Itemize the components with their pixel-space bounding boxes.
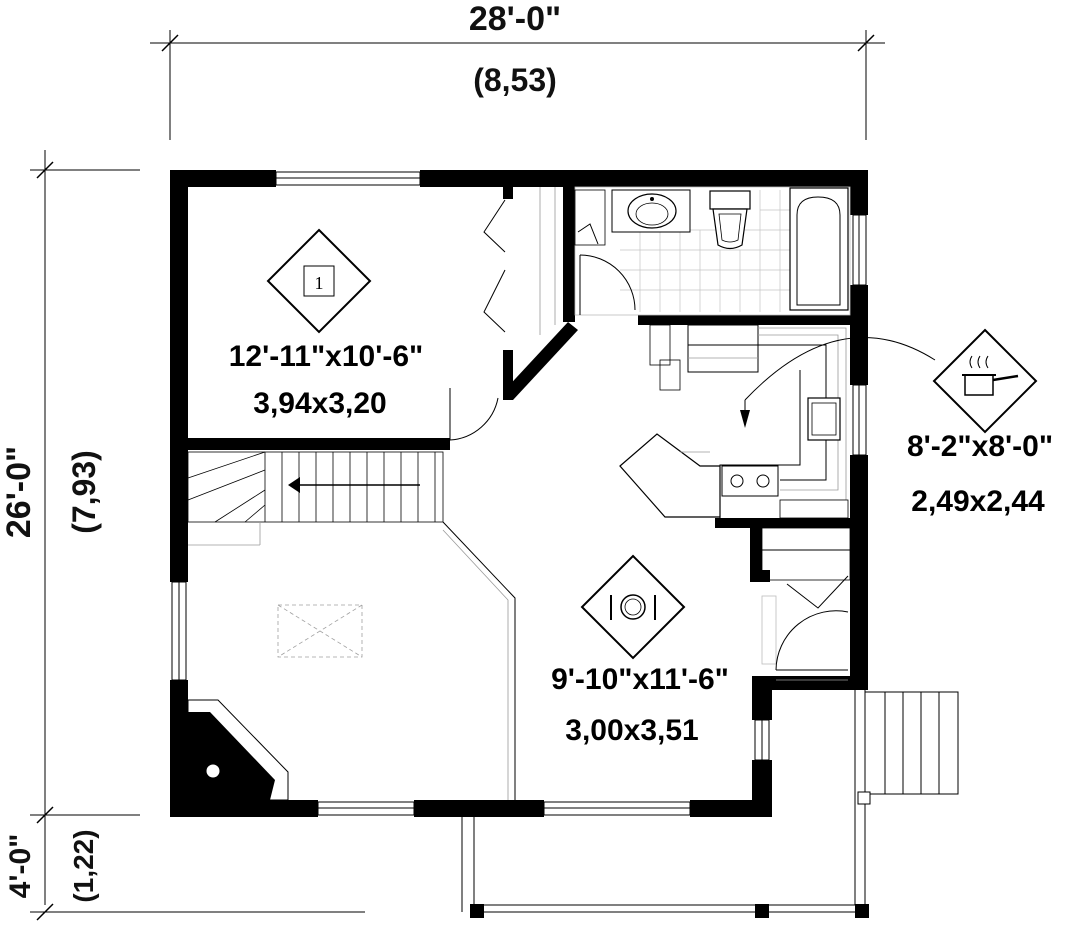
bedroom-size-imperial: 12'-11"x10'-6" [229, 340, 424, 373]
bedroom-number: 1 [315, 273, 324, 293]
bedroom-size-metric: 3,94x3,20 [253, 387, 386, 420]
windows [171, 171, 867, 816]
entry-closet [761, 527, 851, 681]
porch-metric-label: (1,22) [68, 829, 99, 902]
dining-size-metric: 3,00x3,51 [565, 714, 698, 747]
dimension-top: 28'-0" (8,53) [150, 0, 885, 140]
depth-imperial-label: 26'-0" [0, 446, 38, 538]
kitchen-size-metric: 2,49x2,44 [911, 485, 1045, 518]
width-imperial-label: 28'-0" [469, 0, 561, 38]
kitchen-badge [932, 328, 1038, 434]
plate-cutlery-icon [610, 594, 656, 620]
exterior-walls [170, 170, 868, 817]
bedroom-closet [483, 187, 556, 335]
interior-walls [188, 187, 868, 582]
width-metric-label: (8,53) [473, 62, 557, 98]
dining-size-imperial: 9'-10"x11'-6" [551, 663, 729, 696]
living-room [187, 521, 516, 801]
bedroom-badge: 1 [266, 228, 372, 334]
bathroom [574, 186, 851, 316]
stairs [187, 451, 444, 546]
cooking-pot-icon [962, 355, 1019, 396]
kitchen-size-imperial: 8'-2"x8'-0" [907, 430, 1053, 463]
bedroom-door [449, 388, 499, 441]
kitchen [619, 324, 936, 519]
bed-number-icon [303, 265, 335, 297]
porch [461, 690, 959, 918]
porch-imperial-label: 4'-0" [4, 834, 37, 899]
depth-metric-label: (7,93) [66, 450, 102, 534]
dining-badge [580, 554, 686, 660]
dimension-left: 26'-0" (7,93) 4'-0" (1,22) [0, 150, 365, 921]
